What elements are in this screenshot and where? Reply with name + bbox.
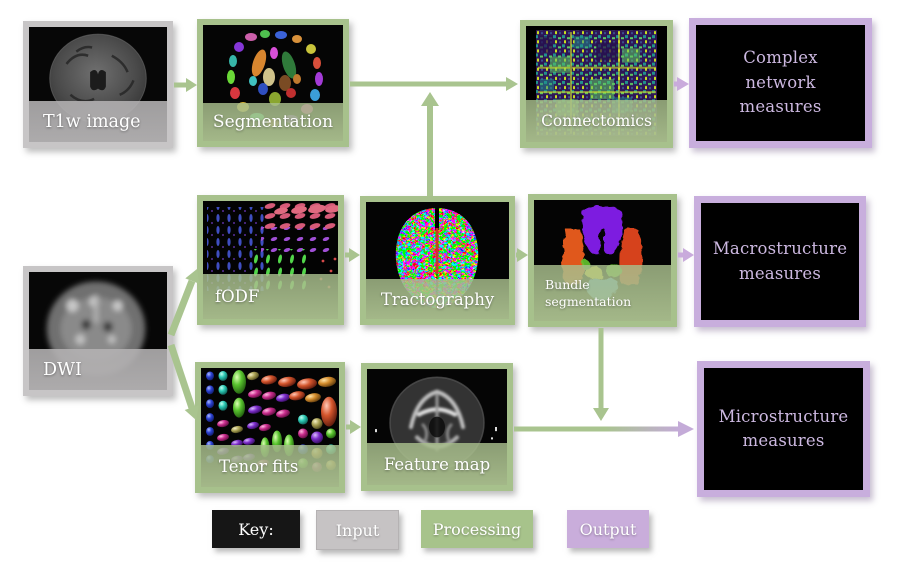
tractography-label: Tractography [380, 289, 495, 309]
dwi-label: DWI [43, 359, 82, 380]
node-feature-map: Feature map [361, 363, 513, 491]
fodf-label: fODF [215, 287, 260, 306]
node-segmentation: Segmentation [197, 19, 349, 147]
dwi-label-band: DWI [29, 349, 167, 390]
arrow-fodf-to-tractography [345, 248, 360, 262]
macrostructure-measures-label: Macrostructure measures [712, 239, 848, 283]
fodf-label-band: fODF [203, 274, 338, 319]
key-input-label: Input [335, 520, 380, 540]
feature-map-label-band: Feature map [367, 443, 507, 485]
key-processing-box: Processing [421, 510, 533, 548]
segmentation-label-band: Segmentation [203, 103, 343, 141]
arrow-bundle-to-macrostructure [678, 248, 694, 262]
key-title: Key: [238, 519, 274, 539]
feature-map-label: Feature map [383, 454, 491, 474]
arrow-t1w-to-segmentation [174, 78, 197, 92]
arrow-connectomics-to-complex [674, 77, 689, 91]
node-microstructure-measures: Microstructure measures [697, 361, 870, 497]
segmentation-label: Segmentation [212, 112, 334, 132]
key-processing-label: Processing [432, 519, 522, 539]
connectomics-label: Connectomics [541, 112, 652, 130]
key-title-box: Key: [212, 510, 300, 548]
t1w-label-band: T1w image [29, 101, 167, 142]
key-output-box: Output [567, 510, 649, 548]
arrow-tenor-to-feature-map [346, 420, 361, 434]
bundle-segmentation-label: Bundle segmentation [545, 276, 632, 310]
arrow-segmentation-to-connectomics [350, 77, 518, 91]
node-connectomics: Connectomics [520, 20, 673, 148]
node-complex-network-measures: Complex network measures [689, 18, 872, 148]
key-input-box: Input [316, 510, 399, 550]
complex-network-measures-label: Complex network measures [739, 48, 822, 117]
tenor-fits-label: Tenor fits [219, 456, 299, 476]
tenor-fits-label-band: Tenor fits [201, 445, 339, 487]
arrow-tractography-to-connectomics [421, 92, 439, 196]
bundle-segmentation-label-band: Bundle segmentation [534, 265, 671, 321]
connectomics-label-band: Connectomics [526, 100, 667, 142]
tractography-label-band: Tractography [366, 279, 509, 319]
microstructure-measures-label: Microstructure measures [718, 406, 849, 450]
t1w-label: T1w image [43, 111, 141, 132]
node-fodf: fODF [197, 195, 344, 325]
node-t1w-image: T1w image [23, 21, 173, 148]
node-tenor-fits: Tenor fits [195, 362, 345, 493]
arrow-dwi-to-fodf [167, 269, 200, 337]
node-tractography: Tractography [360, 196, 515, 325]
node-dwi: DWI [23, 266, 173, 396]
arrow-bundle-down [593, 328, 609, 421]
node-bundle-segmentation: Bundle segmentation [528, 194, 677, 327]
arrow-feature-map-to-microstructure [514, 421, 694, 437]
node-macrostructure-measures: Macrostructure measures [694, 196, 866, 327]
key-output-label: Output [579, 519, 637, 539]
arrow-tractography-to-bundle [516, 248, 528, 262]
